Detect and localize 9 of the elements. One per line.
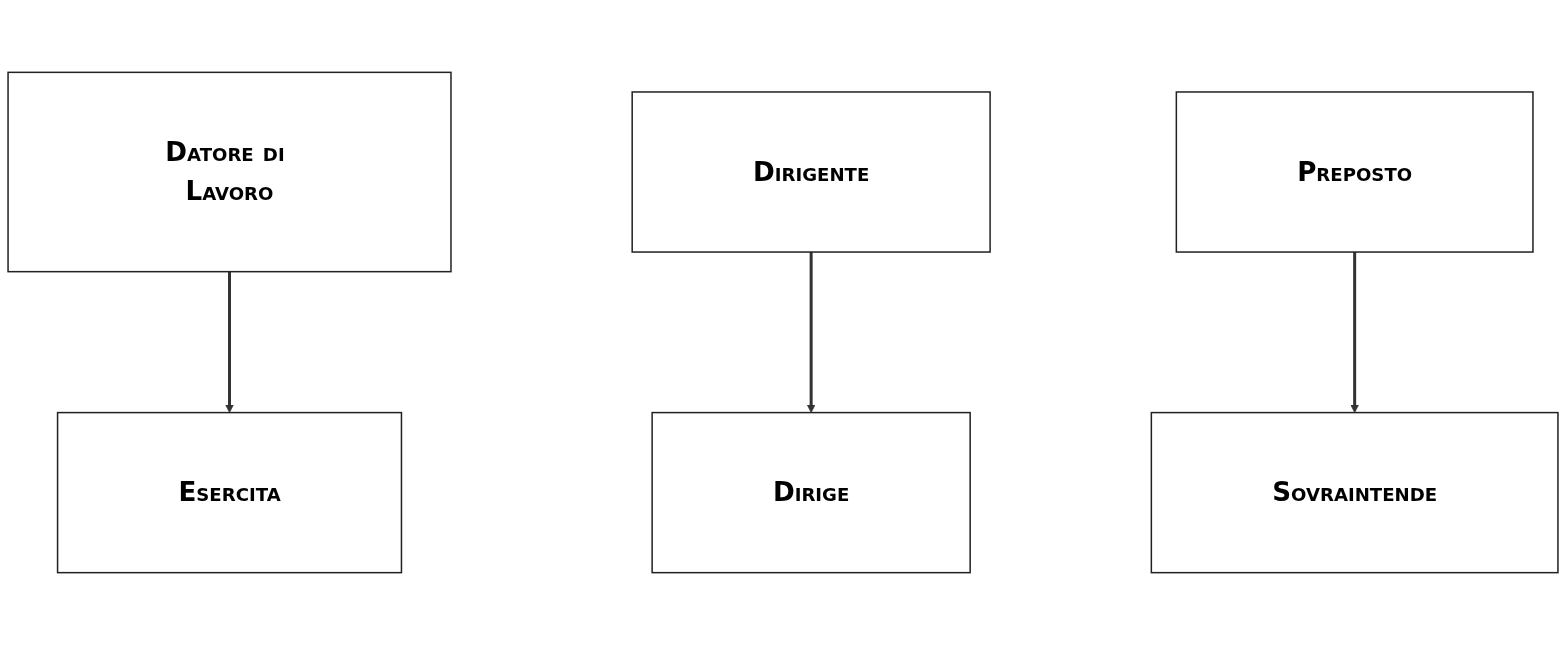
node-box: Preposto bbox=[1175, 91, 1534, 253]
arrow bbox=[806, 252, 816, 413]
node-box: Dirige bbox=[651, 411, 971, 574]
arrow bbox=[1350, 252, 1360, 413]
node-box: Sovraintende bbox=[1150, 411, 1559, 574]
arrow bbox=[225, 271, 234, 413]
node-box: Datore di Lavoro bbox=[7, 71, 452, 273]
node-box: Dirigente bbox=[631, 91, 991, 253]
node-box: Esercita bbox=[56, 411, 403, 574]
